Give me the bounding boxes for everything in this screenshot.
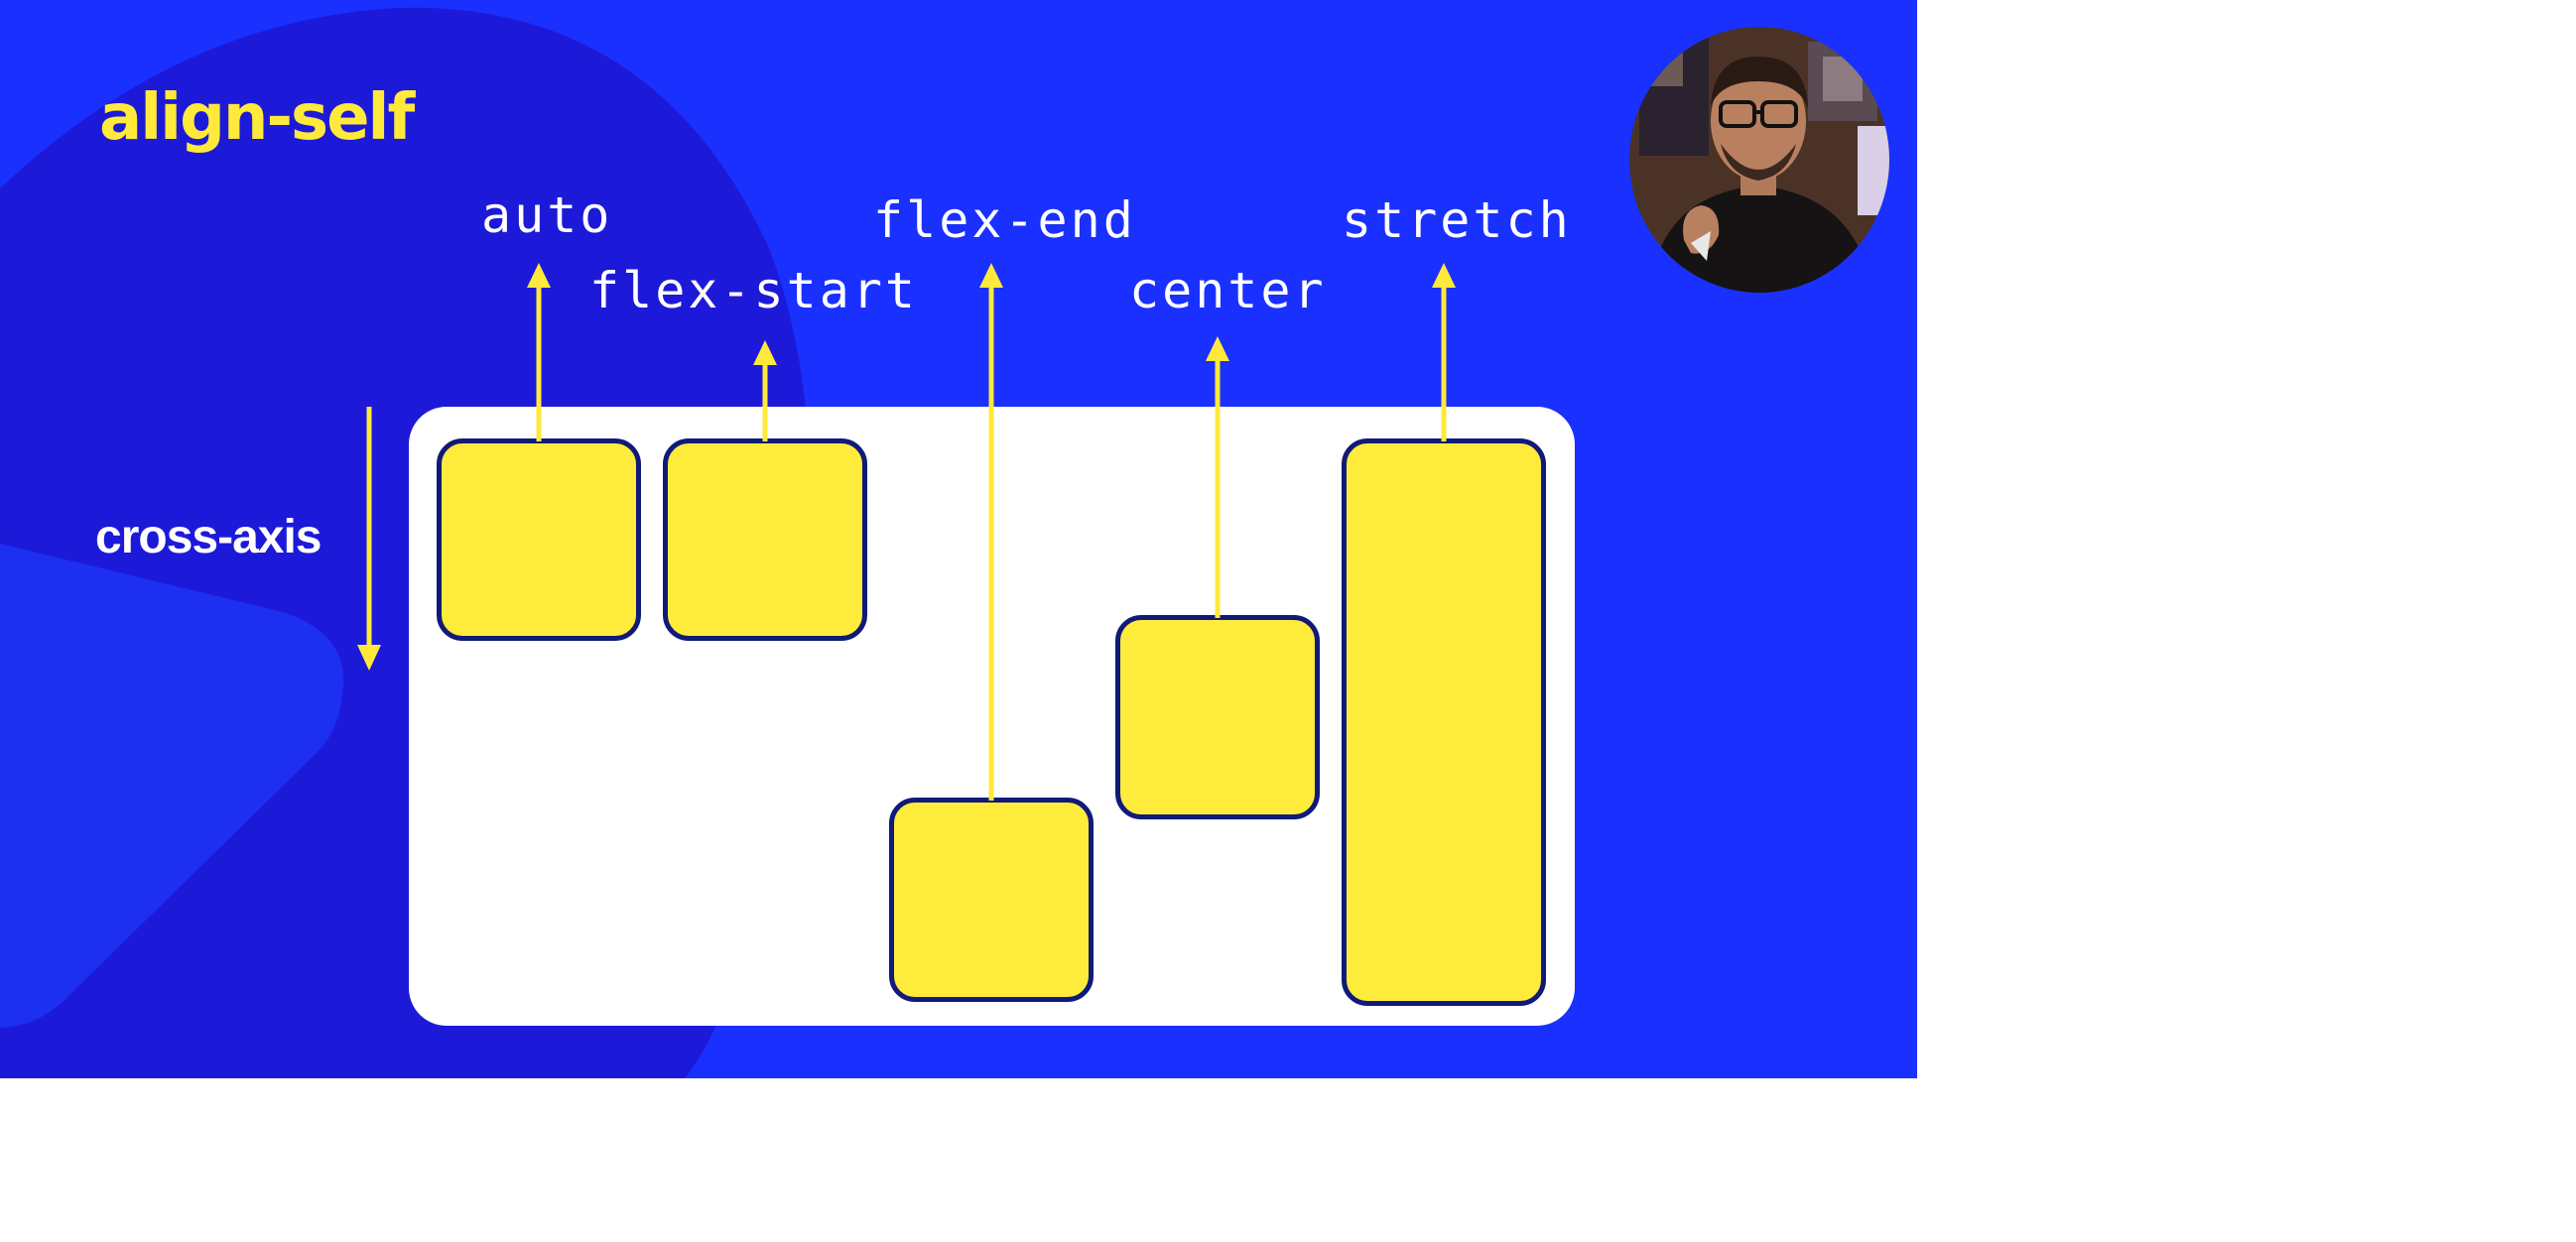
presenter-icon	[1629, 27, 1889, 293]
label-flex-end: flex-end	[873, 191, 1136, 249]
flex-item-flex-end	[889, 798, 1094, 1002]
label-flex-start: flex-start	[589, 262, 919, 319]
light-triangle-shape	[0, 544, 344, 1028]
flex-container	[409, 407, 1575, 1026]
label-stretch: stretch	[1342, 191, 1572, 249]
label-auto: auto	[481, 186, 613, 244]
flex-item-auto	[437, 438, 641, 641]
slide-title: align-self	[99, 81, 415, 155]
presenter-video-avatar	[1629, 27, 1889, 293]
flex-item-stretch	[1342, 438, 1546, 1006]
flex-item-flex-start	[663, 438, 867, 641]
cross-axis-label: cross-axis	[95, 511, 322, 563]
label-center: center	[1129, 262, 1327, 319]
slide: align-self cross-axis auto flex-start fl…	[0, 0, 1917, 1078]
flex-item-center	[1115, 615, 1320, 819]
